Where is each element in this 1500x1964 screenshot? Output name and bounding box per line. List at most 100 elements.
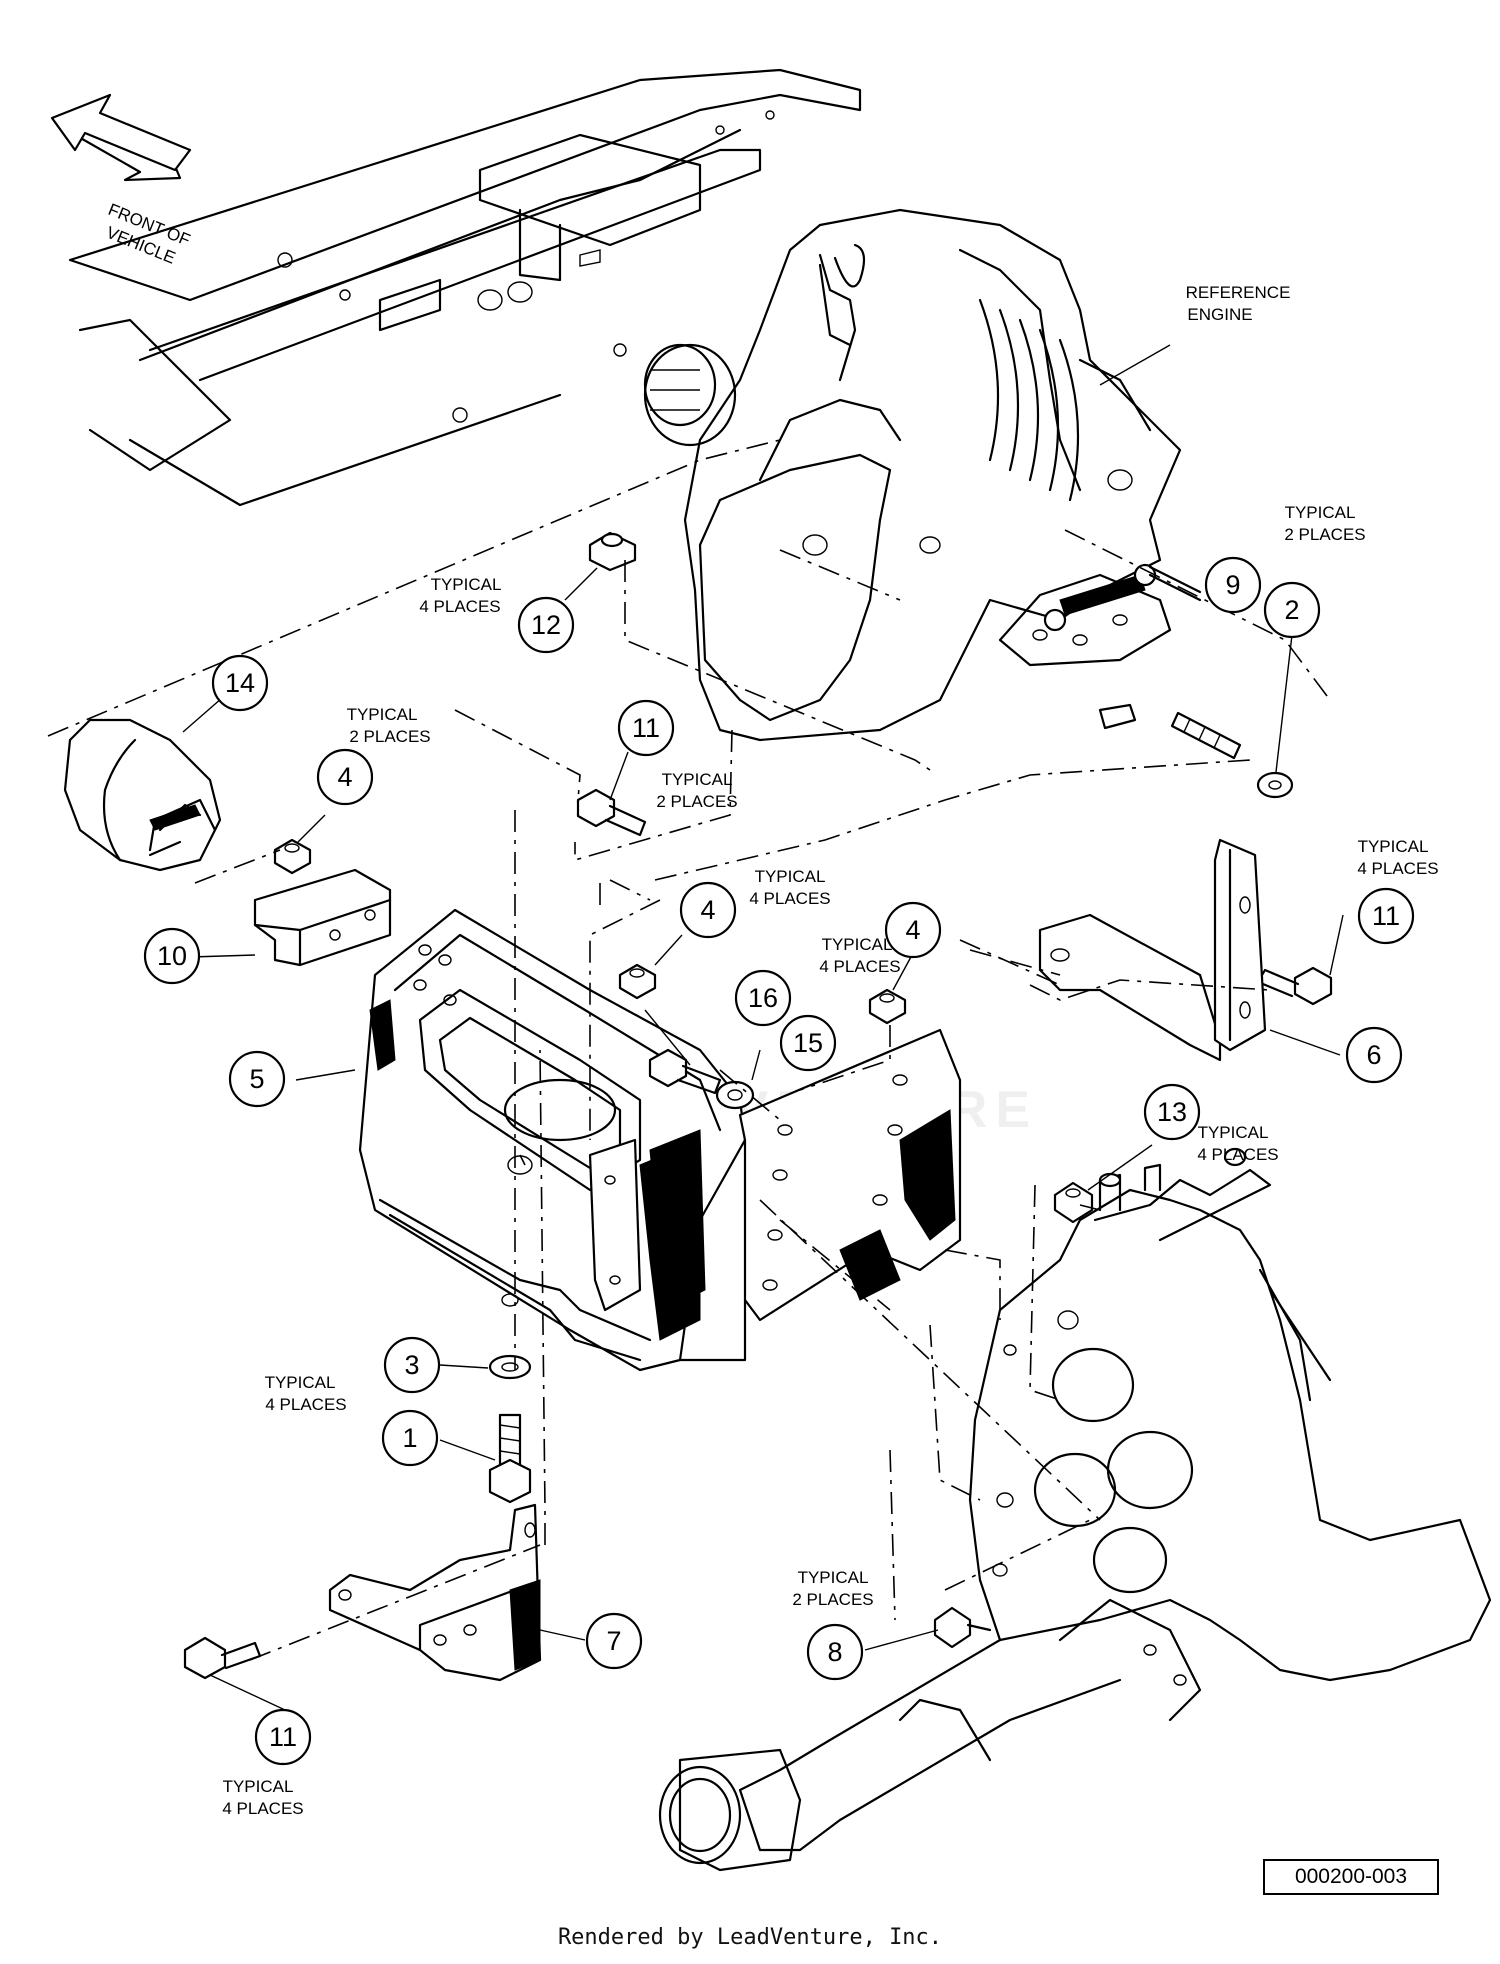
svg-text:13: 13 xyxy=(1157,1097,1187,1127)
balloon-1: 1 xyxy=(381,1409,439,1467)
part-4-nut-a xyxy=(273,838,312,875)
part-8-flange-nut xyxy=(933,1606,992,1649)
svg-text:12: 12 xyxy=(531,610,561,640)
part-6-bracket xyxy=(1038,838,1267,1062)
balloon-leaders xyxy=(182,574,1344,1711)
part-12-flange-nut xyxy=(588,531,637,572)
svg-text:2 PLACES: 2 PLACES xyxy=(792,1590,873,1609)
svg-text:9: 9 xyxy=(1225,570,1240,600)
part-14-isolator xyxy=(63,718,222,872)
part-10-bracket xyxy=(253,868,392,967)
footer-credit: Rendered by LeadVenture, Inc. xyxy=(557,1925,943,1950)
balloon-10: 10 xyxy=(143,927,201,985)
part-7-lower-bracket xyxy=(328,1503,542,1682)
svg-text:11: 11 xyxy=(632,713,660,743)
note-typical-4-places-11c: TYPICAL 4 PLACES xyxy=(222,1777,303,1818)
svg-text:2: 2 xyxy=(1284,595,1299,625)
balloon-2: 2 xyxy=(1263,581,1321,639)
part-1-bolt xyxy=(488,1413,532,1504)
part-11-bolt-a xyxy=(576,788,647,837)
diagram-reference-id: 000200-003 xyxy=(1263,1859,1439,1895)
part-11-bolt-b xyxy=(1256,966,1333,1006)
balloon-11-lower: 11 xyxy=(254,1708,312,1766)
svg-text:6: 6 xyxy=(1366,1040,1381,1070)
svg-text:16: 16 xyxy=(748,983,778,1013)
reference-engine-leader xyxy=(1099,344,1171,386)
assembly-centerlines xyxy=(47,439,1331,1661)
part-4-nut-b xyxy=(618,963,657,1000)
svg-text:15: 15 xyxy=(793,1028,823,1058)
svg-text:11: 11 xyxy=(269,1722,297,1752)
reference-engine xyxy=(643,208,1202,742)
balloon-7: 7 xyxy=(585,1612,643,1670)
svg-text:4: 4 xyxy=(905,915,920,945)
svg-text:TYPICAL: TYPICAL xyxy=(662,770,733,789)
svg-text:ENGINE: ENGINE xyxy=(1187,305,1252,324)
svg-text:4 PLACES: 4 PLACES xyxy=(419,597,500,616)
part-15-washer xyxy=(715,1080,755,1110)
svg-text:TYPICAL: TYPICAL xyxy=(755,867,826,886)
svg-text:7: 7 xyxy=(606,1626,621,1656)
part-11-bolt-c xyxy=(183,1636,262,1680)
front-of-vehicle-label: FRONT OF VEHICLE xyxy=(104,200,193,268)
svg-text:4 PLACES: 4 PLACES xyxy=(222,1799,303,1818)
svg-text:REFERENCE: REFERENCE xyxy=(1186,283,1291,302)
svg-text:TYPICAL: TYPICAL xyxy=(798,1568,869,1587)
balloon-4-center: 4 xyxy=(679,881,737,939)
balloon-6: 6 xyxy=(1345,1026,1403,1084)
balloon-15: 15 xyxy=(779,1014,837,1072)
svg-text:10: 10 xyxy=(157,941,187,971)
part-16-bolt xyxy=(648,1048,722,1095)
svg-text:4: 4 xyxy=(337,762,352,792)
balloon-4-right: 4 xyxy=(884,901,942,959)
svg-text:4: 4 xyxy=(700,895,715,925)
svg-text:TYPICAL: TYPICAL xyxy=(265,1373,336,1392)
balloon-8: 8 xyxy=(806,1623,864,1681)
balloon-16: 16 xyxy=(734,969,792,1027)
svg-text:14: 14 xyxy=(225,668,255,698)
part-9-stud xyxy=(1170,711,1242,760)
note-typical-2-places-8: TYPICAL 2 PLACES xyxy=(792,1568,873,1609)
svg-text:TYPICAL: TYPICAL xyxy=(1358,837,1429,856)
svg-text:TYPICAL: TYPICAL xyxy=(223,1777,294,1796)
part-5-engine-mount-plate xyxy=(358,908,962,1372)
part-4-nut-c xyxy=(868,988,907,1025)
balloon-9: 9 xyxy=(1204,556,1262,614)
part-3-washer xyxy=(488,1354,532,1380)
svg-text:TYPICAL: TYPICAL xyxy=(1285,503,1356,522)
svg-text:5: 5 xyxy=(249,1064,264,1094)
svg-text:8: 8 xyxy=(827,1637,842,1667)
note-typical-4-places-12: TYPICAL 4 PLACES xyxy=(419,575,501,616)
balloon-14: 14 xyxy=(211,654,269,712)
balloon-3: 3 xyxy=(383,1336,441,1394)
balloon-13: 13 xyxy=(1143,1083,1201,1141)
reference-engine-label: REFERENCE ENGINE xyxy=(1186,283,1291,324)
vehicle-frame-rail xyxy=(68,68,862,507)
svg-text:2 PLACES: 2 PLACES xyxy=(349,727,430,746)
balloon-5: 5 xyxy=(228,1050,286,1108)
svg-text:4 PLACES: 4 PLACES xyxy=(1357,859,1438,878)
balloon-4-left: 4 xyxy=(316,748,374,806)
balloon-11-upper: 11 xyxy=(617,699,675,757)
svg-text:3: 3 xyxy=(404,1350,419,1380)
svg-text:4 PLACES: 4 PLACES xyxy=(1197,1145,1278,1164)
svg-text:TYPICAL: TYPICAL xyxy=(431,575,502,594)
svg-text:1: 1 xyxy=(402,1423,417,1453)
balloon-11-right: 11 xyxy=(1357,887,1415,945)
part-2-washer xyxy=(1256,771,1294,799)
note-typical-2-places-4: TYPICAL 2 PLACES xyxy=(347,705,431,746)
reference-transaxle xyxy=(658,1147,1492,1872)
leader-12 xyxy=(564,567,598,601)
svg-text:11: 11 xyxy=(1372,901,1400,931)
note-typical-4-places-right: TYPICAL 4 PLACES xyxy=(1357,837,1438,878)
svg-text:TYPICAL: TYPICAL xyxy=(822,935,893,954)
balloon-12: 12 xyxy=(517,596,575,654)
svg-text:4 PLACES: 4 PLACES xyxy=(749,889,830,908)
svg-text:TYPICAL: TYPICAL xyxy=(347,705,418,724)
